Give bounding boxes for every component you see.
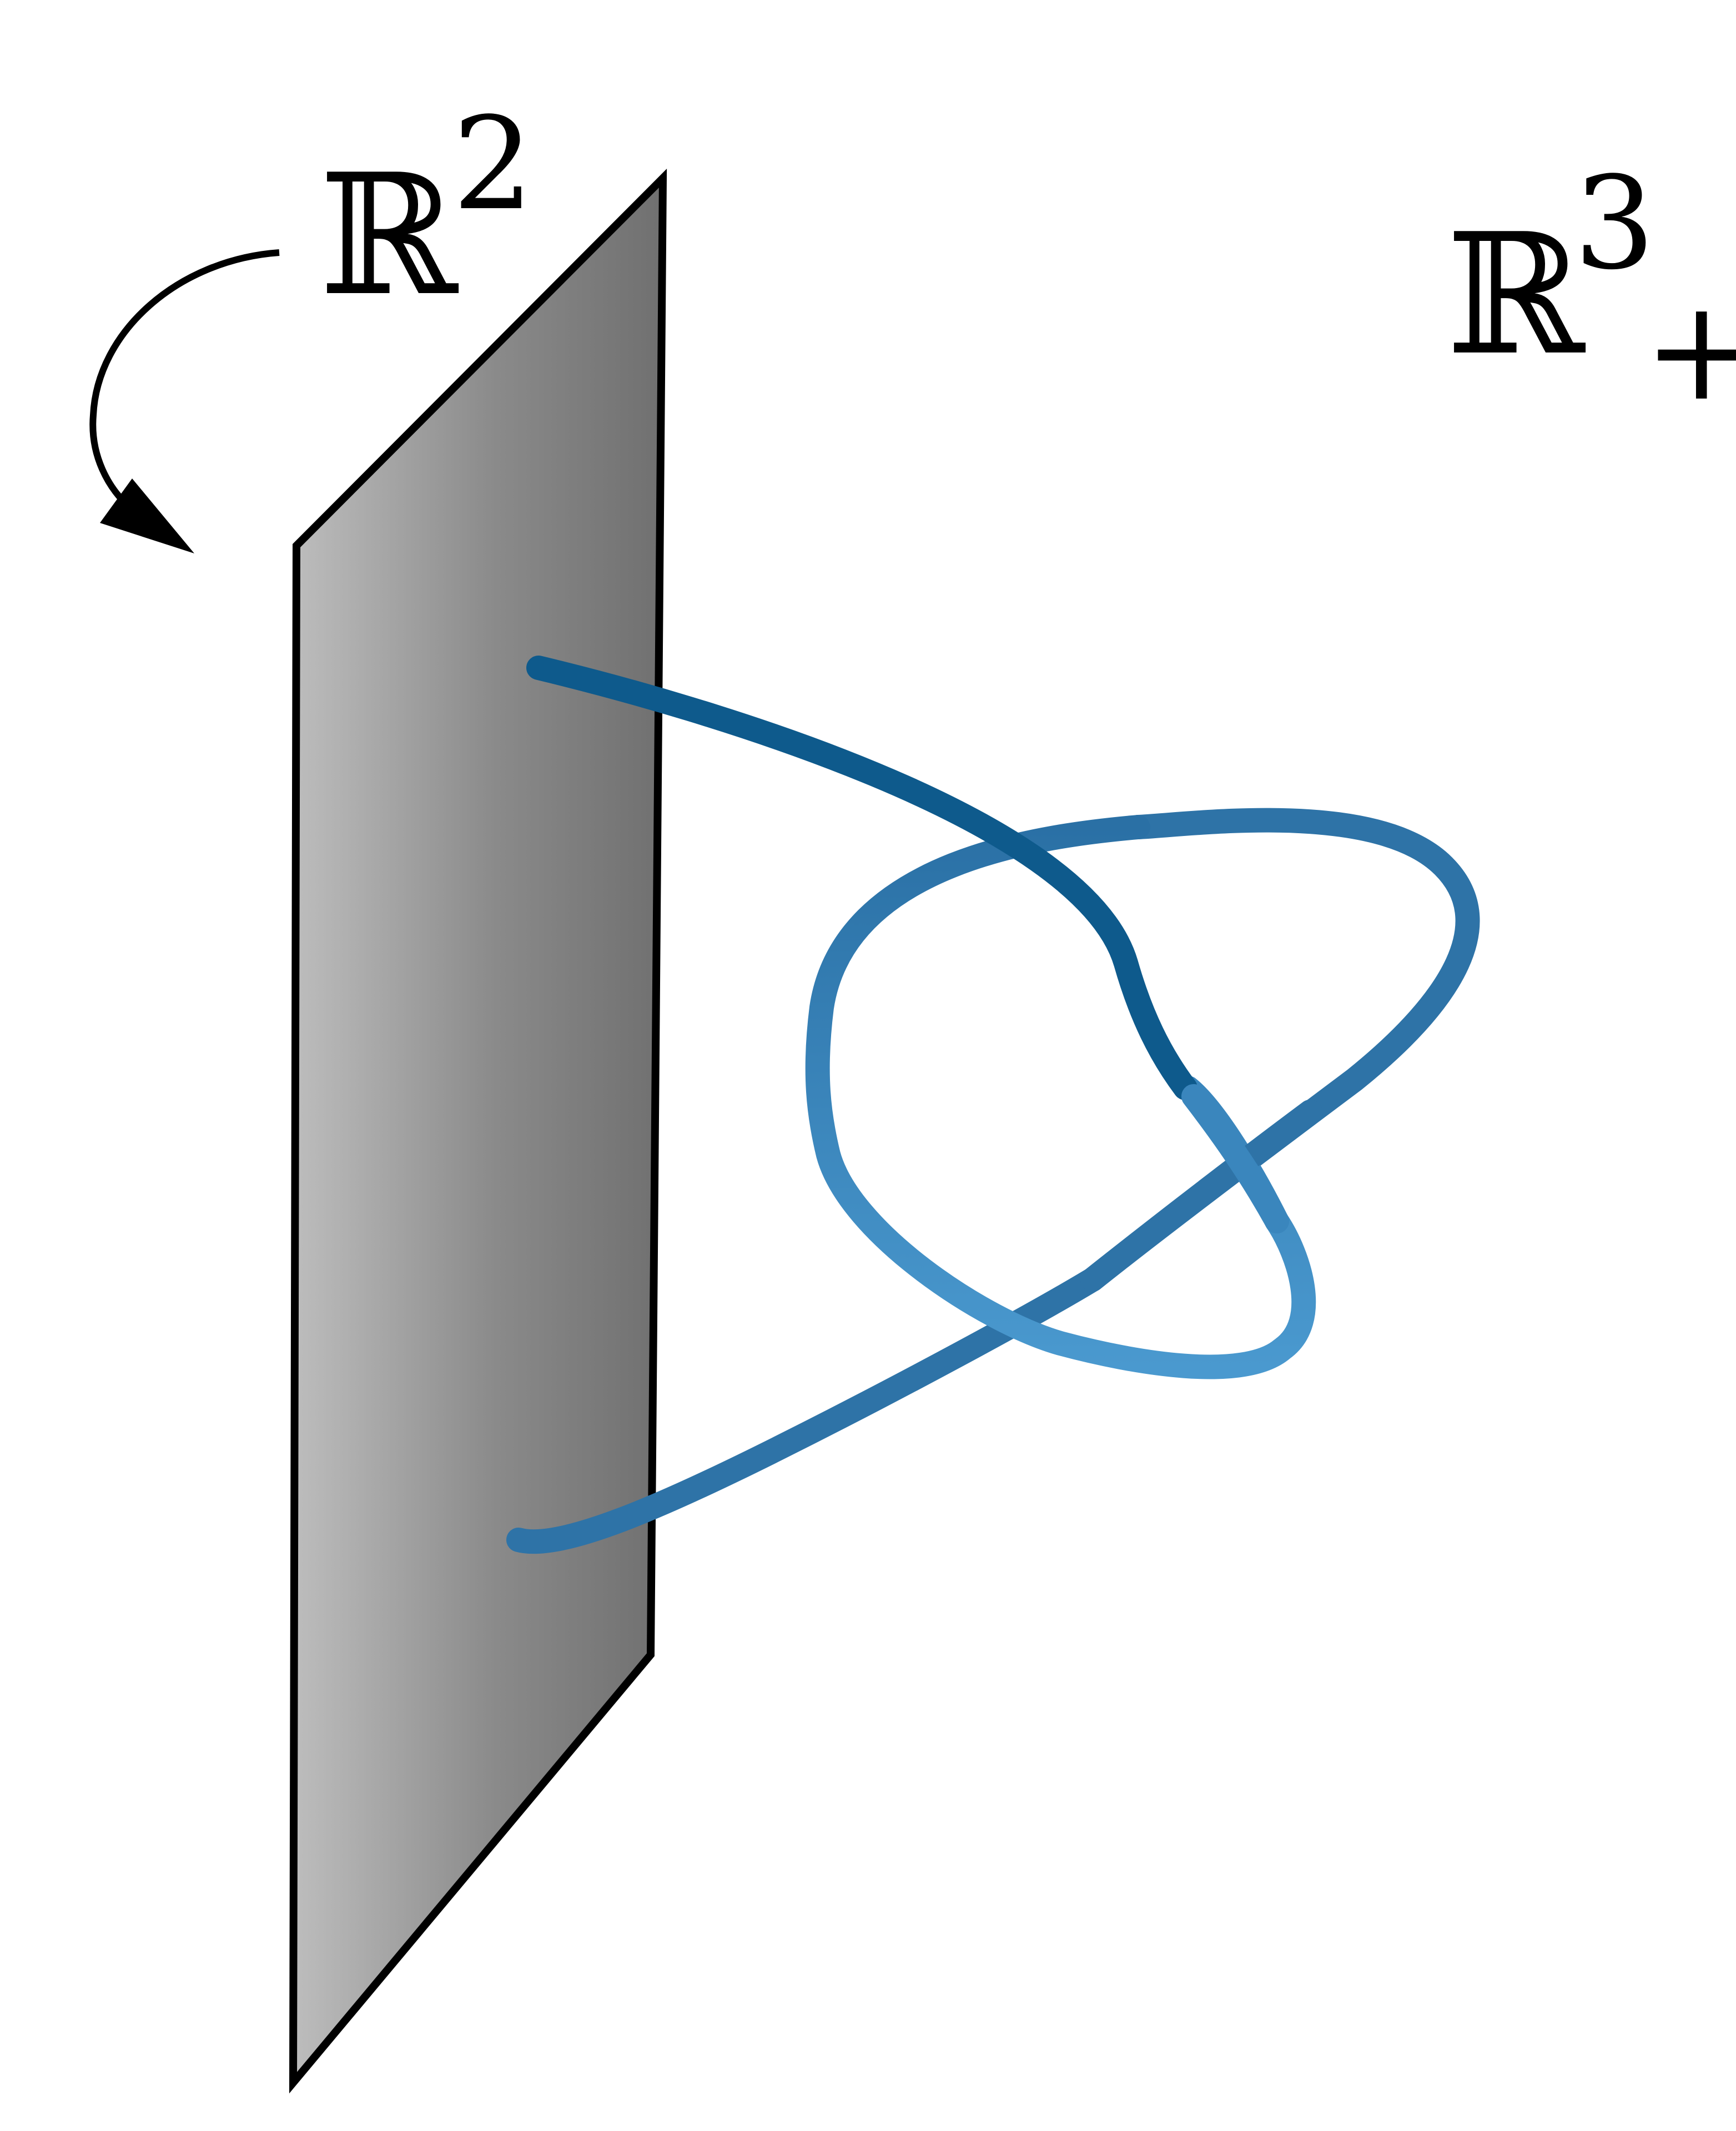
label-r3-base: ℝ <box>1446 198 1587 392</box>
label-r3: ℝ <box>1446 198 1587 392</box>
rotation-arrow-curve <box>89 249 280 511</box>
knot-front-crossing-2 <box>1181 1084 1289 1233</box>
knot-loop <box>805 815 1316 1379</box>
curved-arrow-icon <box>89 249 280 553</box>
rotation-arrow-head <box>100 478 194 553</box>
label-r2-base: ℝ <box>319 139 460 333</box>
knot-strand-upper <box>526 656 1197 1100</box>
knot <box>506 656 1480 1554</box>
label-r2: ℝ <box>319 139 460 333</box>
plane-r2 <box>289 168 667 2094</box>
label-r3-subscript: + <box>1643 270 1736 431</box>
label-r3-superscript: 3 <box>1574 150 1655 298</box>
knot-front-crossing <box>1080 1100 1322 1292</box>
label-r2-superscript: 2 <box>452 90 534 239</box>
